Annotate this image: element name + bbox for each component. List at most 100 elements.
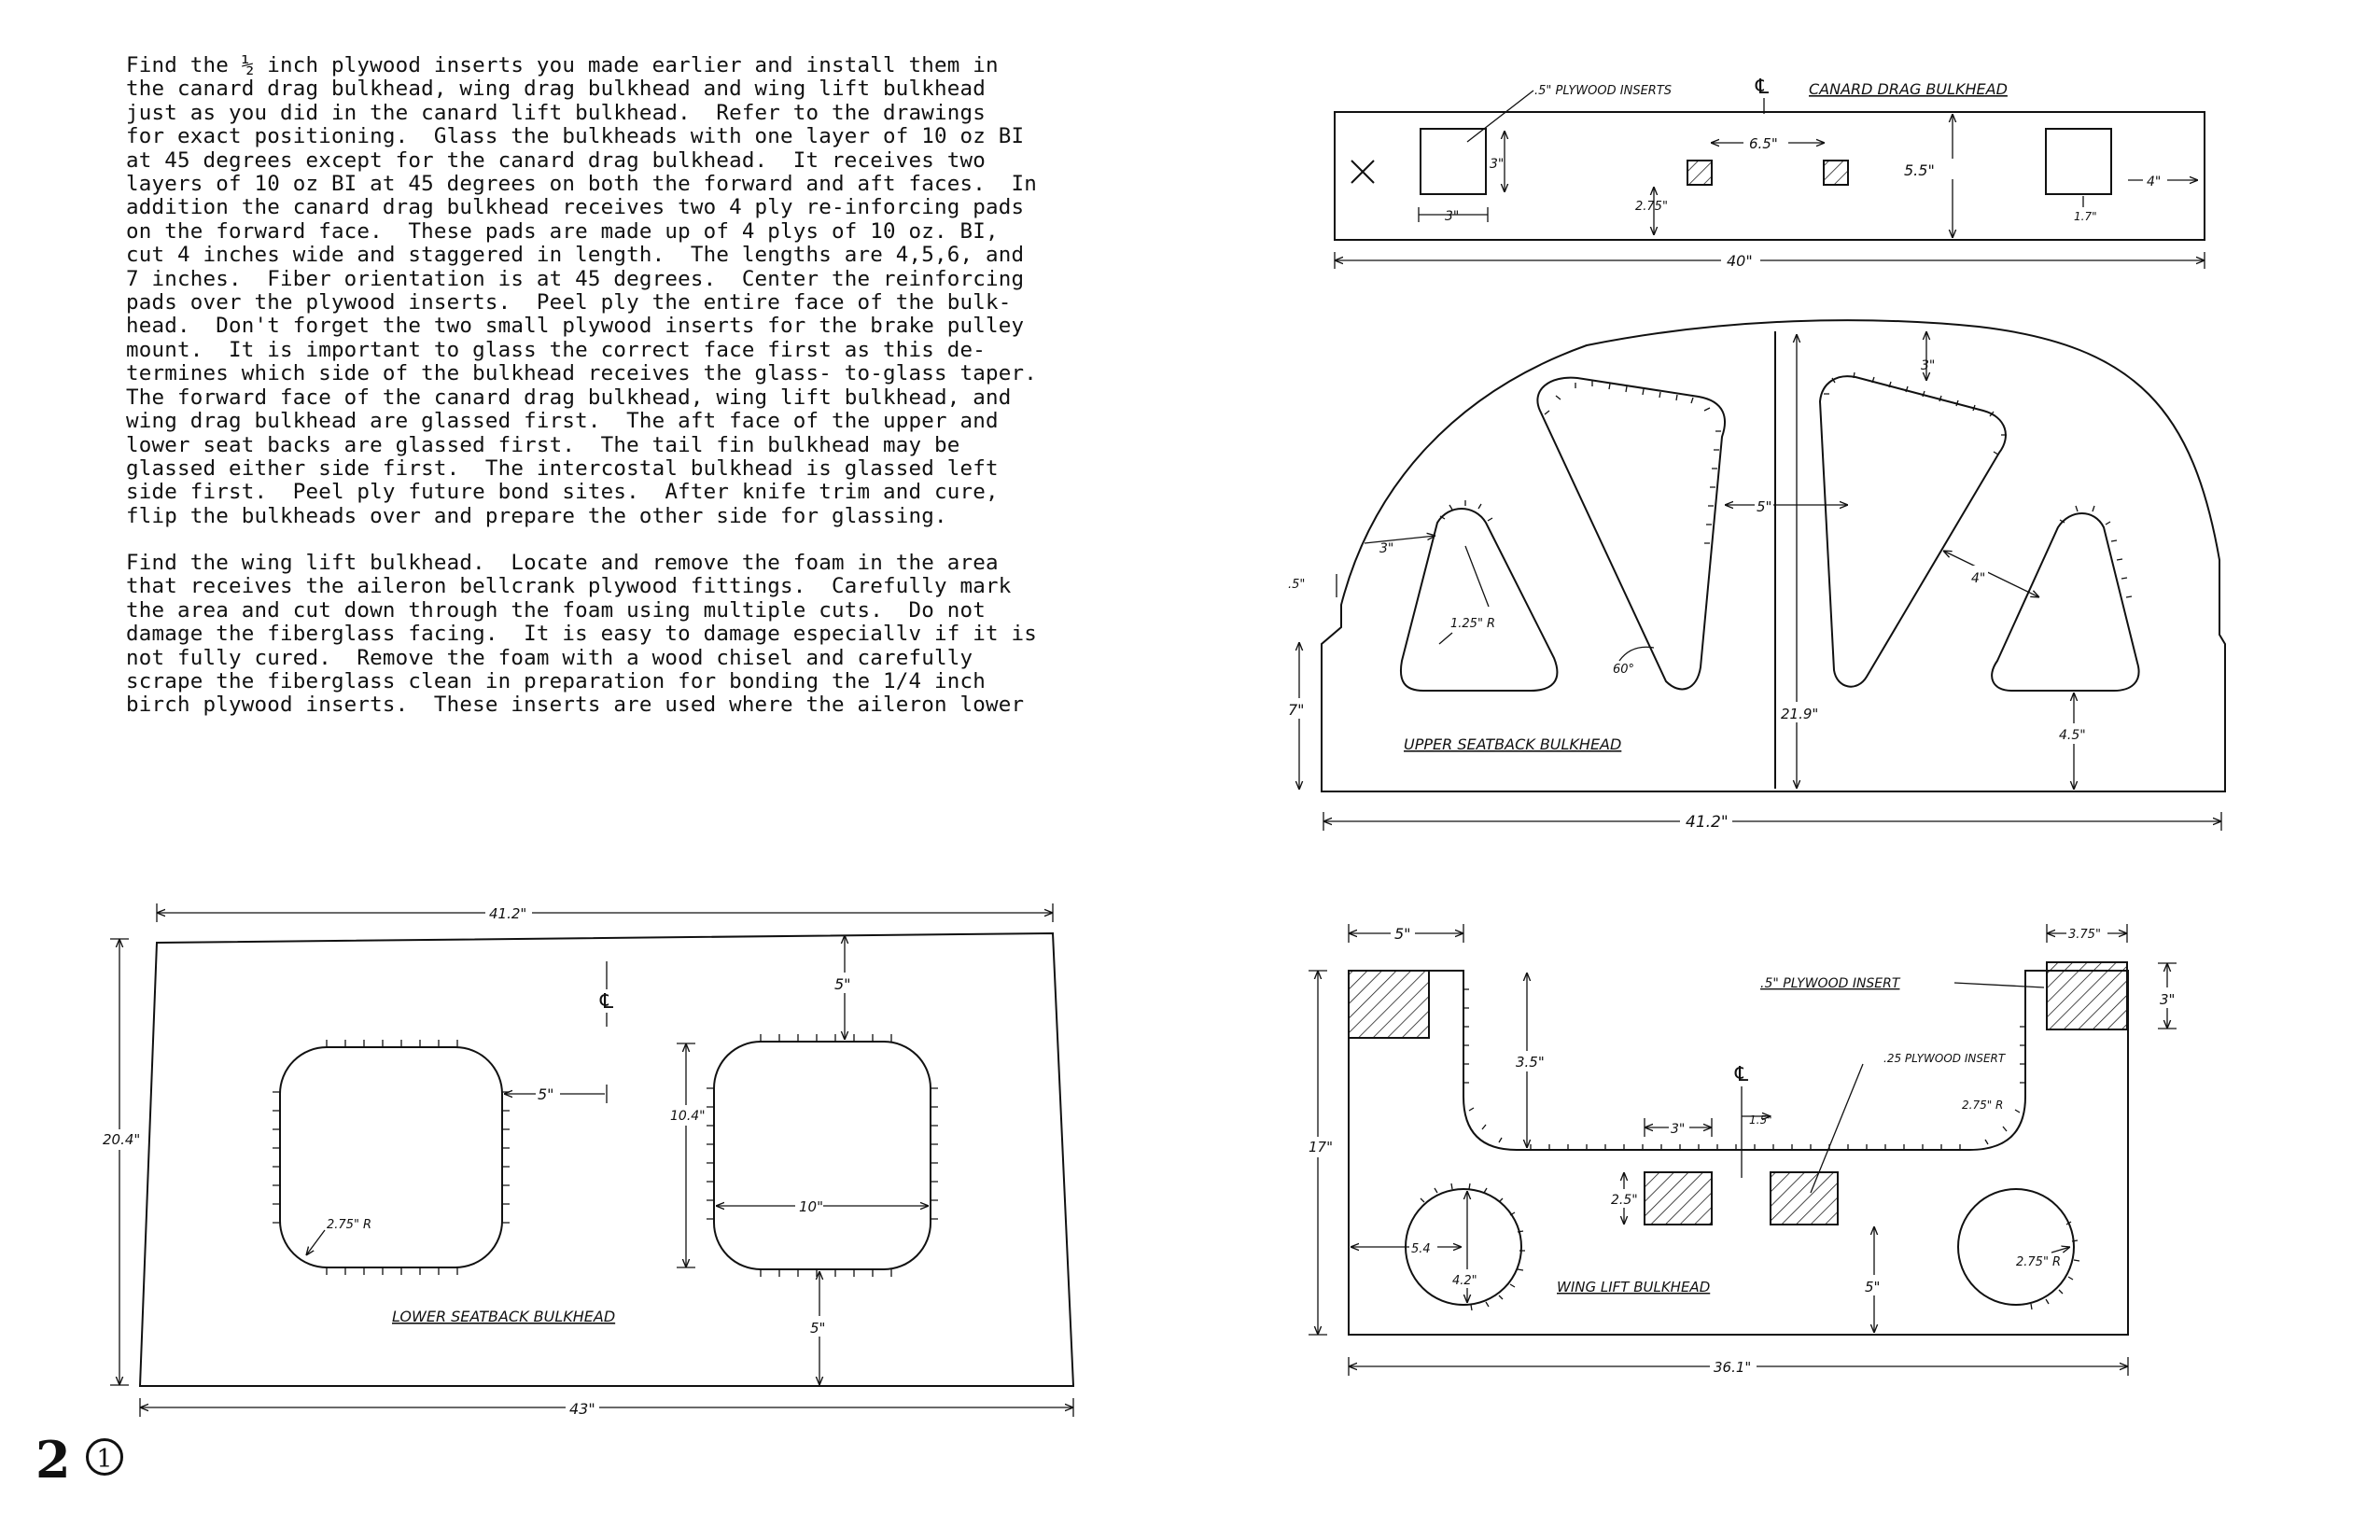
dim-insert-width: 3" — [1445, 209, 1459, 224]
dim-radius: 2.75" R — [2016, 1255, 2061, 1269]
lower-seatback-outline — [138, 931, 1075, 1387]
text-line: birch plywood inserts. These inserts are… — [126, 693, 1025, 718]
dim-height: 5.5" — [1904, 161, 1935, 179]
dim-edge-a: 3" — [1379, 541, 1393, 556]
dim-insert-height: 3" — [1490, 157, 1504, 172]
wing-lift-half-insert-label: .5" PLYWOOD INSERT — [1760, 976, 1901, 991]
dim-right-width: 3.75" — [2068, 928, 2101, 942]
dim-opening-width: 10" — [799, 1198, 823, 1215]
canard-drag-outline — [1334, 111, 2205, 241]
text-line: for exact positioning. Glass the bulkhea… — [126, 124, 1025, 149]
text-line: damage the fiberglass facing. It is easy… — [126, 622, 1037, 647]
wing-lift-bulkhead-drawing: 5" 3.75" 3" 17" 36.1" 3.5" ℄ — [1307, 922, 2178, 1377]
text-line: the canard drag bulkhead, wing drag bulk… — [126, 77, 986, 102]
page-number: 2 — [35, 1430, 71, 1490]
plywood-insert-center-left — [1644, 1171, 1713, 1225]
lower-seatback-title: LOWER SEATBACK BULKHEAD — [392, 1308, 615, 1325]
instruction-paragraph-2: Find the wing lift bulkhead. Locate and … — [126, 551, 1153, 718]
plywood-insert-center-right — [1770, 1171, 1839, 1225]
dim-top: 5" — [834, 975, 851, 993]
dim-bottom: 4.5" — [2059, 728, 2086, 743]
dim-top-gap: 3" — [1921, 358, 1935, 373]
text-line: layers of 10 oz BI at 45 degrees on both… — [126, 172, 1037, 197]
dim-top-width: 41.2" — [489, 905, 526, 922]
dim-width: 36.1" — [1714, 1359, 1751, 1376]
dim-bottom: 5" — [1865, 1279, 1880, 1295]
text-line: addition the canard drag bulkhead receiv… — [126, 195, 1025, 220]
instruction-paragraph-1: Find the ½ inch plywood inserts you made… — [126, 53, 1153, 528]
canard-insert-label: .5" PLYWOOD INSERTS — [1534, 84, 1672, 98]
text-line: side first. Peel ply future bond sites. … — [126, 480, 999, 505]
centerline-symbol: ℄ — [1753, 76, 1771, 99]
dim-edge-b: 4" — [1971, 571, 1985, 586]
dim-notch-depth: 3.5" — [1516, 1054, 1545, 1071]
dim-left-width: 5" — [1394, 925, 1411, 943]
dim-side: 7" — [1288, 701, 1305, 719]
brake-pulley-insert-right — [1823, 160, 1849, 186]
dim-angle: 60° — [1613, 663, 1634, 677]
circled-section-number: 1 — [86, 1438, 123, 1476]
dim-right-width: 4" — [2147, 175, 2161, 189]
text-line: head. Don't forget the two small plywood… — [126, 314, 1025, 339]
dim-radius: 2.75" R — [327, 1218, 371, 1232]
text-line: cut 4 inches wide and staggered in lengt… — [126, 243, 1025, 268]
brake-pulley-insert-left — [1687, 160, 1713, 186]
dim-gap: 5" — [538, 1085, 554, 1103]
upper-seatback-outline — [1321, 319, 2226, 792]
dim-radius: 1.25" R — [1450, 617, 1495, 631]
text-line: just as you did in the canard lift bulkh… — [126, 100, 986, 125]
text-line: pads over the plywood inserts. Peel ply … — [126, 290, 1012, 315]
cutout-outer-right — [1991, 512, 2140, 692]
upper-seatback-title: UPPER SEATBACK BULKHEAD — [1404, 735, 1621, 753]
dim-height: 21.9" — [1781, 706, 1818, 722]
wing-lift-quarter-insert-label: .25 PLYWOOD INSERT — [1883, 1052, 2007, 1065]
lightening-hole-right — [1957, 1188, 2075, 1306]
text-line: at 45 degrees except for the canard drag… — [126, 147, 986, 173]
dim-circle-diameter: 4.2" — [1452, 1274, 1477, 1288]
dim-notch-radius: 2.75" R — [1962, 1099, 2003, 1112]
canard-drag-title: CANARD DRAG BULKHEAD — [1809, 80, 2008, 98]
text-line: scrape the fiberglass clean in preparati… — [126, 669, 986, 694]
dim-offset: 2.75" — [1635, 200, 1668, 214]
dim-circle-offset: 5.4 — [1411, 1242, 1431, 1256]
lower-opening-right — [713, 1041, 931, 1270]
text-line: The forward face of the canard drag bulk… — [126, 385, 1012, 410]
lower-opening-left — [279, 1046, 503, 1268]
wing-lift-title: WING LIFT BULKHEAD — [1557, 1279, 1710, 1295]
upper-seatback-bulkhead-drawing: UPPER SEATBACK BULKHEAD 41.2" 7" .5" 21.… — [1286, 319, 2226, 832]
canard-drag-bulkhead-drawing: .5" PLYWOOD INSERTS ℄ CANARD DRAG BULKHE… — [1334, 76, 2205, 270]
text-line: that receives the aileron bellcrank plyw… — [126, 574, 1012, 599]
lower-seatback-bulkhead-drawing: 41.2" 43" 20.4" ℄ 5" 5" 5" 10.4" — [101, 903, 1075, 1418]
dim-center-offset: 1.5" — [1749, 1113, 1772, 1127]
text-line: glassed either side first. The intercost… — [126, 455, 999, 481]
dim-insert-width: 3" — [1671, 1122, 1685, 1137]
cutout-outer-left — [1400, 508, 1559, 692]
dim-opening-height: 10.4" — [670, 1109, 706, 1124]
text-line: on the forward face. These pads are made… — [126, 218, 999, 244]
dim-height: 17" — [1309, 1139, 1333, 1155]
dim-right-height: 3" — [2160, 991, 2175, 1008]
dim-width: 41.2" — [1686, 813, 1729, 832]
plywood-insert-left — [1420, 128, 1487, 195]
text-line: mount. It is important to glass the corr… — [126, 337, 986, 362]
dim-insert-height: 2.5" — [1611, 1193, 1638, 1208]
text-line: lower seat backs are glassed first. The … — [126, 432, 960, 457]
dim-bottom-width: 43" — [569, 1400, 595, 1418]
plywood-insert-right — [2045, 128, 2112, 195]
text-line: flip the bulkheads over and prepare the … — [126, 503, 947, 528]
plywood-insert-top-right — [2046, 961, 2128, 1030]
text-line: Find the ½ inch plywood inserts you made… — [126, 53, 999, 77]
dim-bottom: 5" — [810, 1320, 825, 1337]
dim-notch: .5" — [1288, 578, 1305, 592]
dim-right-offset: 1.7" — [2074, 210, 2097, 223]
dim-spacing: 6.5" — [1749, 135, 1778, 152]
text-line: not fully cured. Remove the foam with a … — [126, 645, 973, 670]
dim-height: 20.4" — [103, 1131, 140, 1148]
dim-width: 40" — [1727, 252, 1753, 270]
text-line: termines which side of the bulkhead rece… — [126, 361, 1037, 386]
text-line: Find the wing lift bulkhead. Locate and … — [126, 551, 999, 575]
text-line: wing drag bulkhead are glassed first. Th… — [126, 409, 999, 434]
text-line: the area and cut down through the foam u… — [126, 597, 986, 623]
wing-lift-outline — [1348, 970, 2129, 1336]
